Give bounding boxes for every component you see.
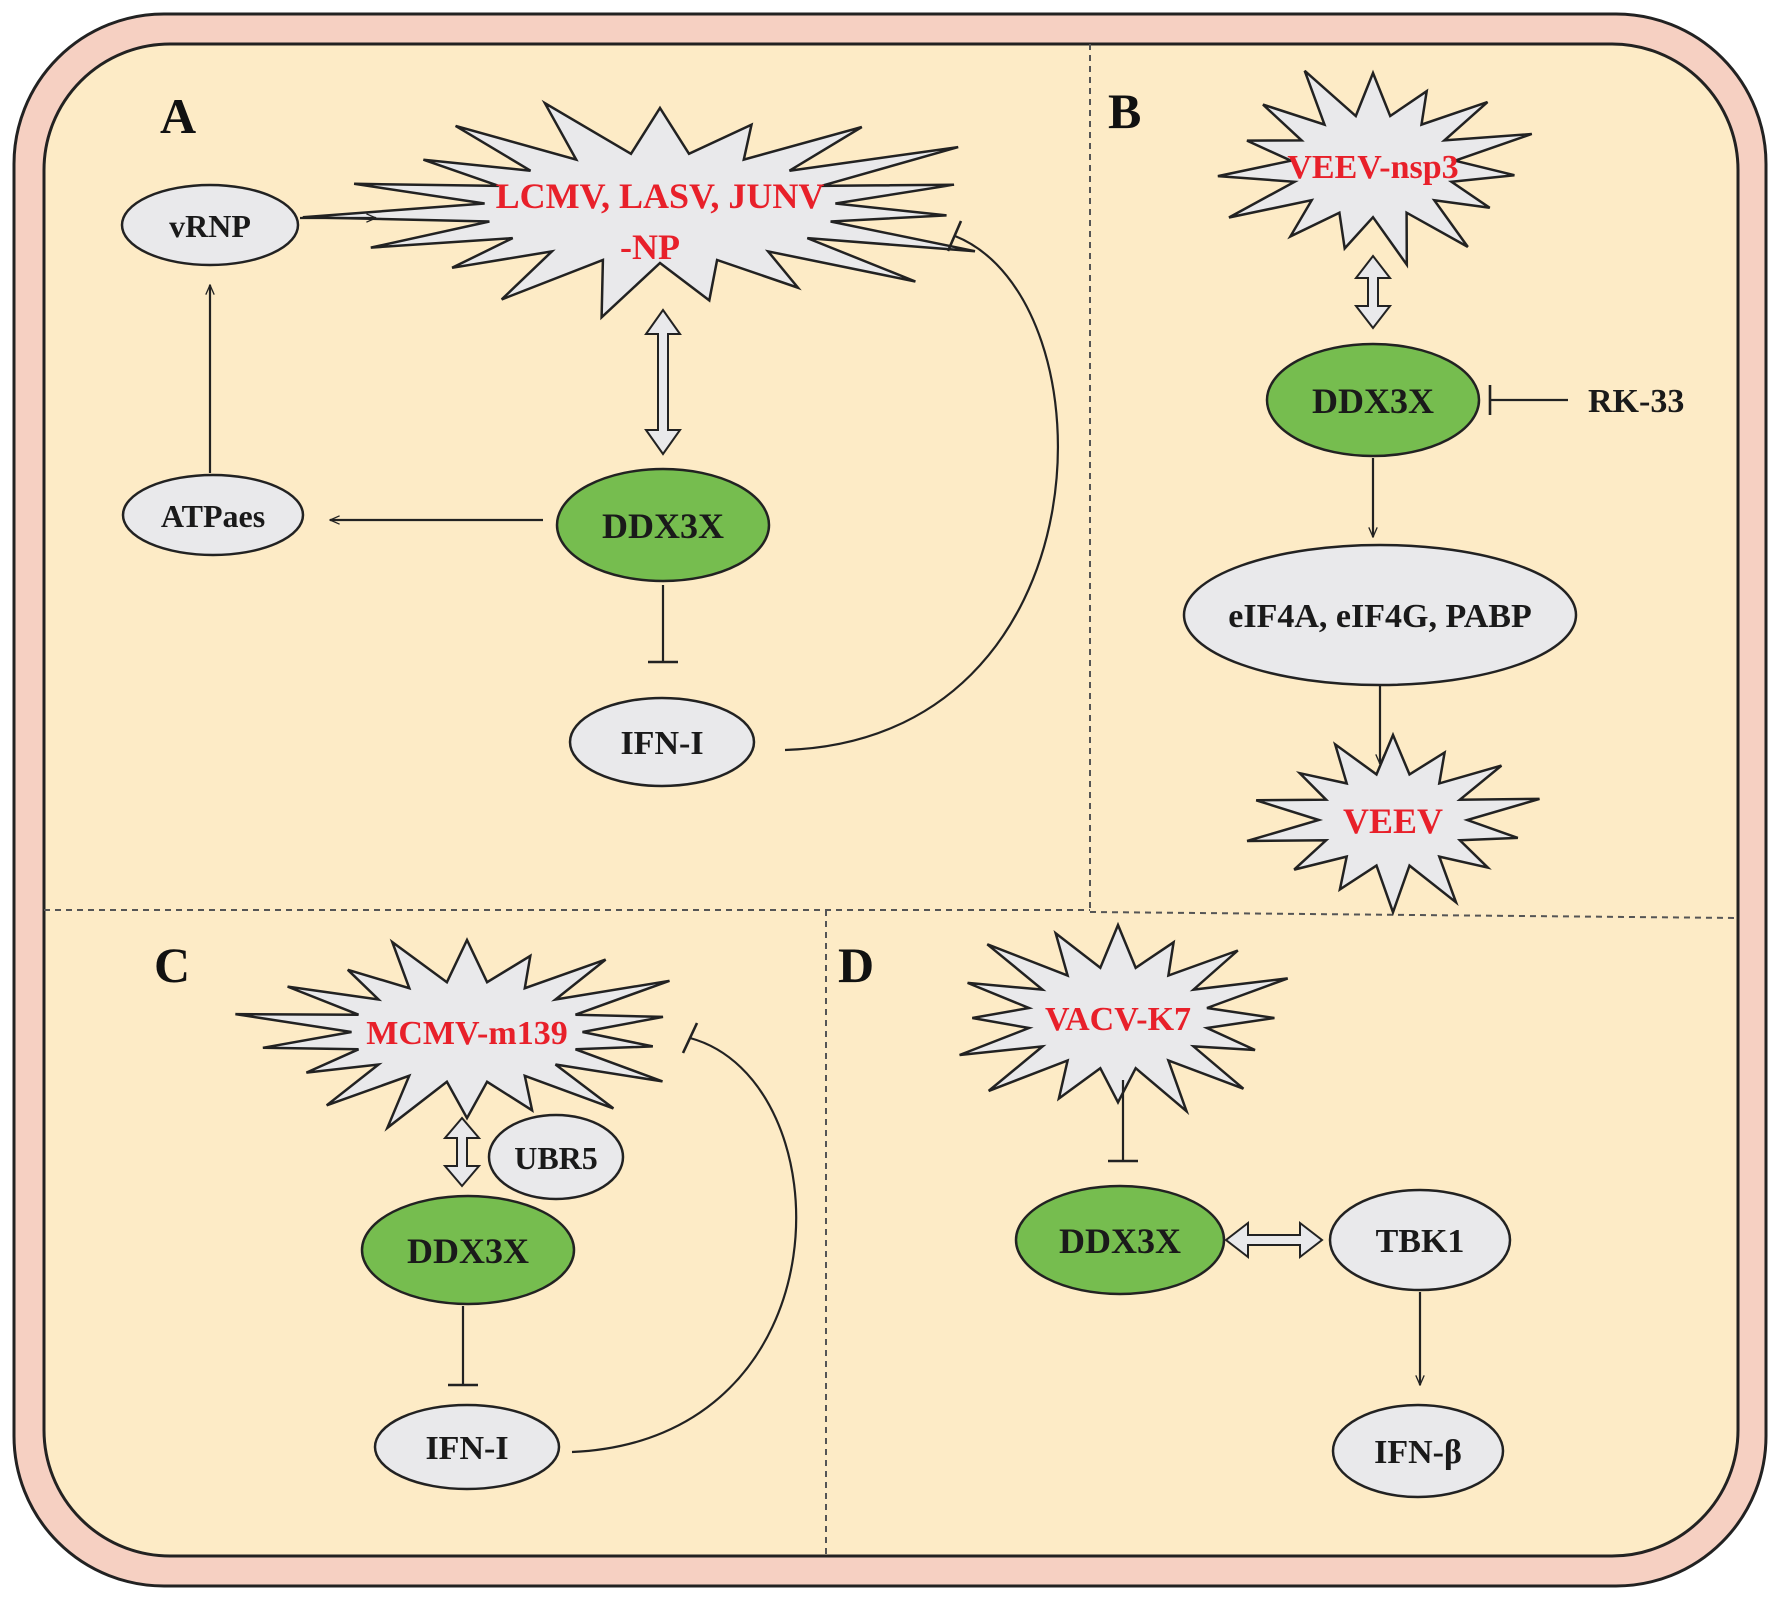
inhibit-ifn-to-m139-bar — [681, 1022, 699, 1054]
label-np: -NP — [620, 227, 680, 267]
label-ifn-i-a: IFN-I — [620, 725, 703, 762]
label-veev: VEEV — [1343, 801, 1443, 841]
node-tbk1 — [1328, 1188, 1512, 1292]
inhibit-ifn-to-np-bar — [946, 220, 963, 252]
inhibit-ifn-to-m139-curve — [571, 1036, 798, 1454]
label-ddx3x-b: DDX3X — [1312, 381, 1434, 421]
panel-letter-c: C — [154, 937, 190, 993]
label-ubr5: UBR5 — [514, 1140, 598, 1176]
label-vrnp: vRNP — [169, 208, 251, 244]
double-arrow-m139-ddx3x — [442, 1116, 482, 1188]
inhibit-ifn-to-np-curve — [784, 234, 1059, 752]
panel-letter-a: A — [160, 88, 196, 144]
label-atpase: ATPaes — [161, 498, 265, 534]
panel-c: MCMV-m139 UBR5 DDX3X IFN-I — [235, 937, 798, 1491]
label-ddx3x-d: DDX3X — [1059, 1221, 1181, 1261]
node-ddx3x-a — [555, 467, 771, 583]
panel-letter-d: D — [838, 937, 874, 993]
node-ubr5 — [487, 1113, 625, 1201]
node-ifn-i-c — [373, 1403, 561, 1491]
label-lcmv-lasv-junv: LCMV, LASV, JUNV — [496, 176, 825, 216]
panel-letter-b: B — [1108, 83, 1141, 139]
node-atpase — [121, 473, 305, 557]
starburst-lcmv-np — [302, 99, 976, 321]
node-vrnp — [120, 183, 300, 267]
double-arrow-nsp3-ddx3x — [1353, 254, 1393, 330]
node-ddx3x-d — [1014, 1184, 1226, 1296]
starburst-vacv-k7 — [959, 921, 1289, 1116]
starburst-veev — [1246, 731, 1540, 916]
label-ddx3x-c: DDX3X — [407, 1231, 529, 1271]
panel-a: LCMV, LASV, JUNV -NP vRNP ATPaes DDX3X I… — [120, 99, 1059, 788]
starburst-veev-nsp3 — [1217, 69, 1533, 269]
node-ifn-i-a — [568, 696, 756, 788]
panel-d: VACV-K7 DDX3X TBK1 IFN-β — [959, 921, 1512, 1499]
node-eif4a-eif4g-pabp — [1182, 543, 1578, 687]
node-ddx3x-c — [360, 1194, 576, 1306]
label-ddx3x-a: DDX3X — [602, 506, 724, 546]
node-ddx3x-b — [1265, 342, 1481, 458]
panel-b: VEEV-nsp3 DDX3X RK-33 eIF4A, eIF4G, PABP… — [1182, 69, 1684, 916]
double-arrow-np-ddx3x — [644, 308, 682, 456]
label-ifn-i-c: IFN-I — [425, 1430, 508, 1467]
node-ifn-beta — [1331, 1403, 1505, 1499]
label-ifn-beta: IFN-β — [1374, 1434, 1462, 1471]
label-mcmv-m139: MCMV-m139 — [366, 1015, 567, 1052]
label-eif4a-eif4g-pabp: eIF4A, eIF4G, PABP — [1228, 598, 1531, 635]
double-arrow-ddx3x-tbk1 — [1224, 1220, 1324, 1260]
label-veev-nsp3: VEEV-nsp3 — [1287, 149, 1458, 186]
label-tbk1: TBK1 — [1376, 1223, 1465, 1260]
label-rk-33: RK-33 — [1588, 383, 1684, 420]
divider-horizontal-right — [1089, 911, 1739, 919]
starburst-mcmv-m139 — [235, 937, 670, 1132]
label-vacv-k7: VACV-K7 — [1045, 1001, 1191, 1038]
